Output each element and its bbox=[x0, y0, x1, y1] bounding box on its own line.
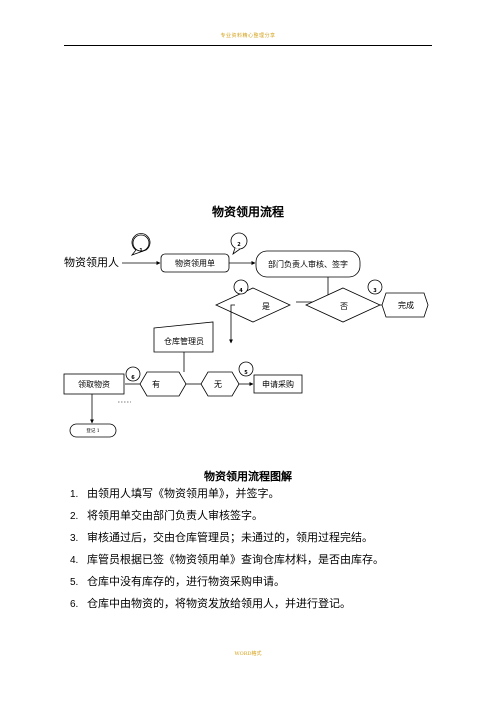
svg-text:3: 3 bbox=[373, 288, 377, 294]
header-rule bbox=[64, 45, 432, 46]
yes-decision bbox=[215, 287, 291, 323]
page-title: 物资领用流程 bbox=[211, 205, 284, 219]
step-marker-1: 1 bbox=[130, 233, 151, 256]
svg-text:5: 5 bbox=[244, 370, 248, 376]
purchase-box bbox=[253, 374, 303, 394]
page-footer: WORD格式 bbox=[234, 651, 262, 657]
review-box bbox=[255, 250, 361, 278]
list-item: 4.库管员根据已签《物资领用单》查询仓库材料，是否由库存。 bbox=[70, 553, 384, 566]
flow-start-label: 物资领用人 bbox=[64, 255, 119, 269]
have-label: 有 bbox=[152, 379, 160, 389]
no-label: 否 bbox=[340, 302, 348, 311]
page-header: 专业资料精心整理分享 bbox=[220, 33, 276, 39]
step-marker-5: 5 bbox=[238, 361, 254, 377]
register-label: 登记 1 bbox=[86, 427, 99, 434]
form-box-label: 物资领用单 bbox=[175, 258, 215, 268]
warehouse-label: 仓库管理员 bbox=[164, 336, 204, 346]
receive-label: 领取物资 bbox=[78, 379, 110, 389]
register-box bbox=[69, 423, 117, 438]
svg-text:2: 2 bbox=[237, 242, 241, 248]
list-item: 5.仓库中没有库存的，进行物资采购申请。 bbox=[70, 575, 285, 588]
list-item: 3.审核通过后，交由仓库管理员；未通过的，领用过程完结。 bbox=[70, 531, 373, 544]
receive-box bbox=[63, 373, 125, 395]
warehouse-box bbox=[153, 321, 214, 353]
list-item: 1.由领用人填写《物资领用单》，并签字。 bbox=[70, 487, 280, 500]
list-item: 6.仓库中由物资的，将物资发放给领用人，并进行登记。 bbox=[70, 597, 351, 610]
purchase-label: 申请采购 bbox=[262, 379, 294, 389]
no-decision bbox=[305, 287, 381, 323]
step-marker-2: 2 bbox=[230, 232, 248, 256]
steps-list: 1.由领用人填写《物资领用单》，并签字。 2.将领用单交由部门负责人审核签字。 … bbox=[70, 483, 490, 615]
step-marker-3: 3 bbox=[367, 279, 383, 295]
yes-label: 是 bbox=[262, 302, 270, 311]
svg-text:4: 4 bbox=[239, 288, 243, 294]
review-box-label: 部门负责人审核、签字 bbox=[268, 259, 348, 269]
done-label: 完成 bbox=[398, 300, 414, 310]
have-decision bbox=[139, 371, 187, 397]
list-item: 2.将领用单交由部门负责人审核签字。 bbox=[70, 509, 263, 522]
section-subtitle: 物资领用流程图解 bbox=[204, 470, 292, 483]
done-box bbox=[381, 292, 429, 318]
none-label: 无 bbox=[214, 380, 222, 389]
svg-text:1: 1 bbox=[139, 248, 143, 254]
svg-text:6: 6 bbox=[131, 375, 135, 381]
step-marker-6: 6 bbox=[125, 366, 141, 382]
step-marker-4: 4 bbox=[233, 279, 249, 295]
